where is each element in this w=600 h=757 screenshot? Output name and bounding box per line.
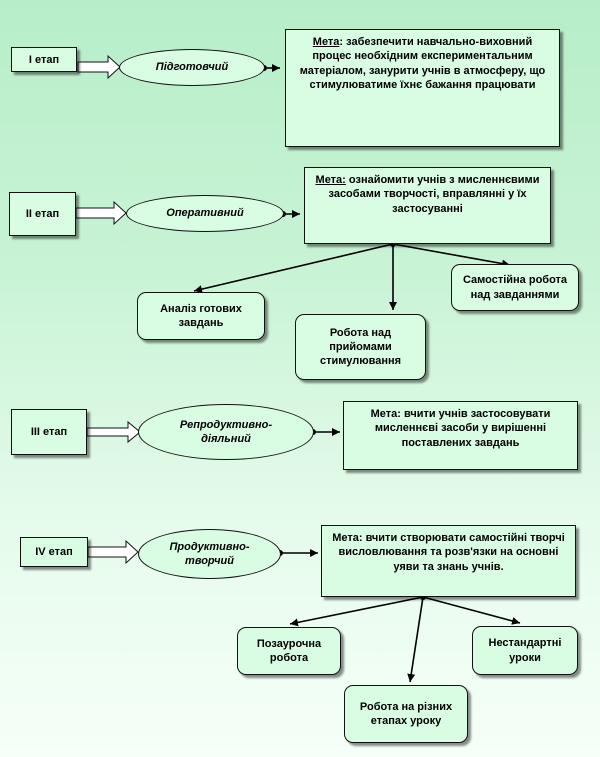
stage-2-sub-stimulation: Робота над прийомами стимулювання: [295, 314, 426, 380]
stage-1-goal: Мета: забезпечити навчально-виховний про…: [285, 29, 560, 147]
stage-3-goal-text: Мета: вчити учнів застосовувати мисленнє…: [370, 408, 551, 449]
block-arrow-2: [75, 200, 127, 226]
block-arrow-4: [87, 539, 139, 565]
stage-3-phase-text: Репродуктивно-діяльний: [179, 418, 273, 445]
stage-2-phase: Оперативний: [126, 195, 284, 232]
stage-2-sub-independent-text: Самостійна робота над завданнями: [462, 274, 568, 301]
stage-4-sub-extracurricular: Позаурочна робота: [237, 627, 341, 675]
stage-4-sub-lesson-stages-text: Робота на різних етапах уроку: [359, 700, 453, 727]
stage-2-sub-stimulation-text: Робота над прийомами стимулювання: [319, 326, 402, 368]
stage-1-phase: Підготовчий: [119, 49, 265, 86]
stage-4-sub-nonstandard: Нестандартні уроки: [472, 626, 578, 675]
stage-1-label: I етап: [28, 53, 60, 66]
stage-2-box: II етап: [9, 192, 76, 236]
stage-3-phase: Репродуктивно-діяльний: [138, 404, 314, 460]
stage-4-sub-lesson-stages: Робота на різних етапах уроку: [344, 685, 468, 743]
stage-2-label: II етап: [25, 208, 60, 220]
stage-2-goal-label: Мета:: [315, 174, 346, 186]
stage-3-label: III етап: [30, 426, 68, 438]
stage-2-sub-analysis-text: Аналіз готових завдань: [160, 302, 242, 329]
stage-4-goal: Мета: вчити створювати самостійні творчі…: [321, 525, 576, 597]
stage-4-label: IV етап: [35, 546, 73, 558]
stage-1-goal-text: : забезпечити навчально-виховний процес …: [299, 36, 546, 91]
stage-2-sub-independent: Самостійна робота над завданнями: [451, 264, 579, 311]
stage-4-phase-text: Продуктивно-творчий: [169, 540, 250, 567]
stage-4-box: IV етап: [20, 537, 88, 567]
stage-4-phase: Продуктивно-творчий: [138, 529, 281, 579]
stage-1-phase-text: Підготовчий: [155, 61, 229, 74]
stage-4-sub-nonstandard-text: Нестандартні уроки: [488, 637, 562, 664]
stage-2-sub-analysis: Аналіз готових завдань: [137, 292, 265, 340]
stage-4-goal-text: Мета: вчити створювати самостійні творчі…: [332, 532, 565, 573]
block-arrow-1: [77, 54, 121, 80]
stage-1-box: I етап: [11, 47, 77, 72]
stage-2-phase-text: Оперативний: [166, 207, 244, 220]
stage-2-goal: Мета: ознайомити учнів з мисленнєвими за…: [304, 167, 551, 244]
stage-4-sub-extracurricular-text: Позаурочна робота: [256, 637, 322, 664]
stage-3-box: III етап: [11, 409, 87, 455]
stage-1-goal-label: Мета: [312, 36, 340, 48]
stage-3-goal: Мета: вчити учнів застосовувати мисленнє…: [343, 401, 578, 470]
stage-2-goal-text: ознайомити учнів з мисленнєвими засобами…: [328, 174, 540, 215]
block-arrow-3: [86, 420, 141, 444]
